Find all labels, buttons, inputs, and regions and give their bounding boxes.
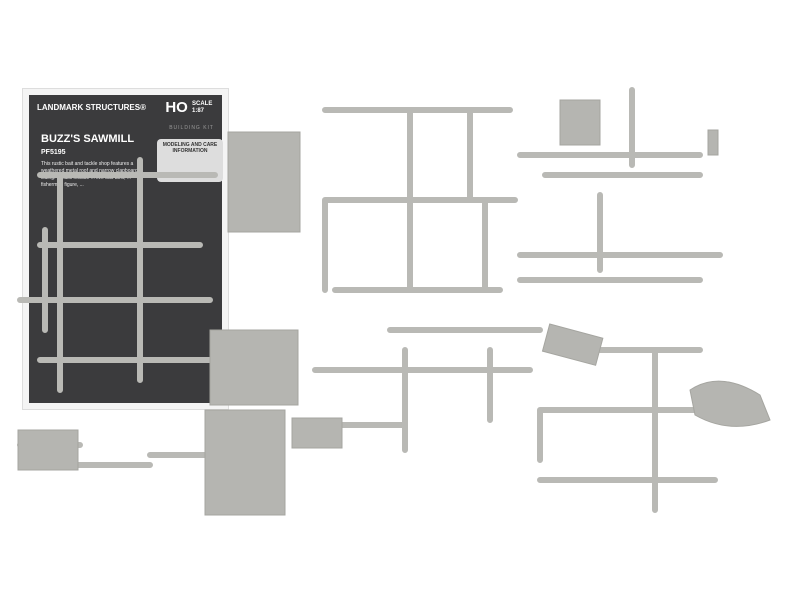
door-piece [559,99,601,146]
scale-badge: HO SCALE 1:87 [160,99,216,119]
sprue-top-center [322,107,518,293]
wall-panel [209,329,299,406]
roof-piece [541,323,604,366]
roof-piece [291,417,343,449]
figure-piece [689,380,771,427]
sprue-card-overlay [17,157,218,393]
sprue-top-right [517,87,723,283]
wall-panel [204,409,286,516]
product-title: BUZZ'S SAWMILL [41,133,135,145]
wall-panel [227,131,301,233]
wall-panel [17,429,79,471]
sprue-right [537,347,718,513]
scale-label: SCALE 1:87 [192,101,213,114]
sprue-middle [297,327,543,453]
tab-piece [707,129,719,156]
brand-logo: LANDMARK STRUCTURES® [37,103,146,112]
product-code: PF5195 [41,149,66,156]
care-heading: MODELING AND CARE INFORMATION [162,142,218,154]
scale-mark: HO [165,99,188,116]
kit-type: BUILDING KIT [169,125,214,131]
